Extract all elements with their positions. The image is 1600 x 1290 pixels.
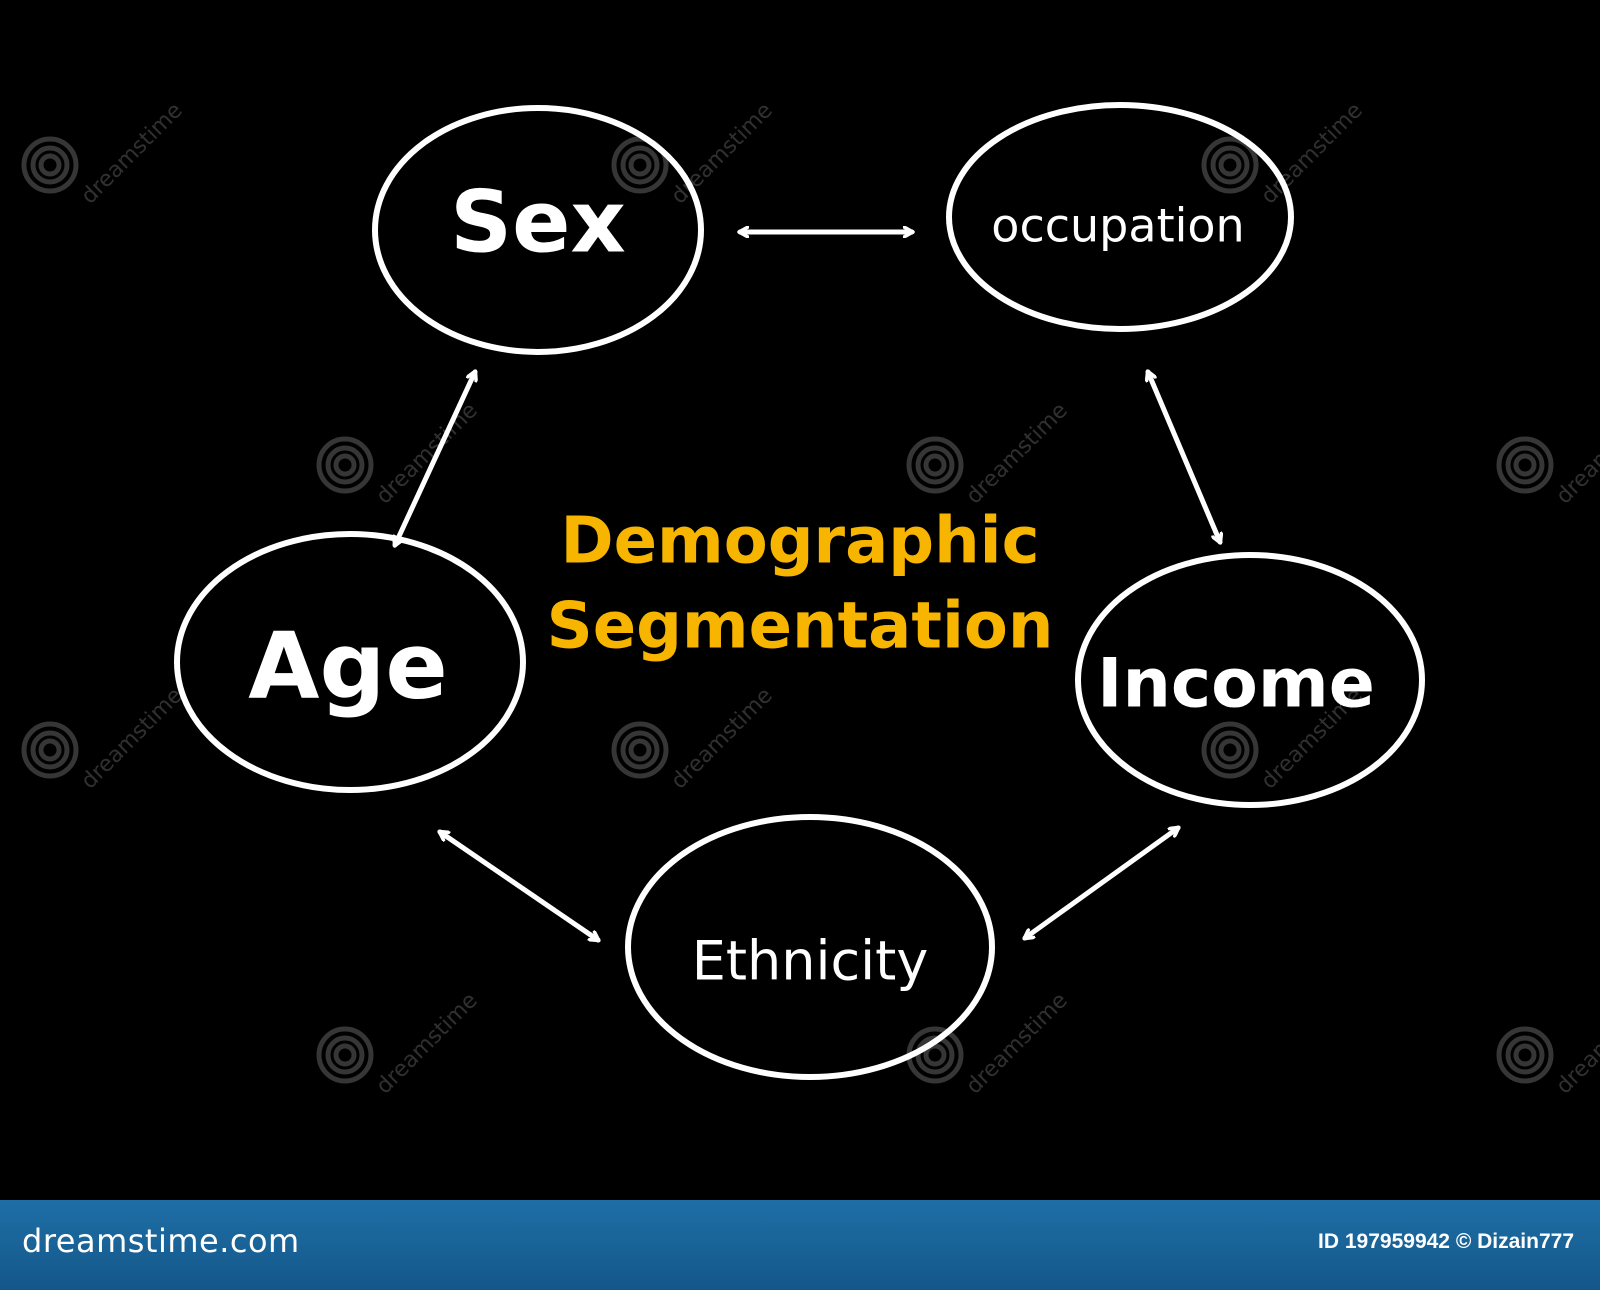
arrow-ethnicity-age — [440, 829, 598, 943]
node-ethnicity-label: Ethnicity — [692, 930, 929, 993]
watermark-text: dreamstime — [962, 988, 1073, 1099]
node-income: Income — [1075, 552, 1425, 808]
stock-footer-bar: dreamstime.com ID 197959942 © Dizain777 — [0, 1200, 1600, 1290]
watermark-text: dreamstime — [1552, 398, 1600, 509]
watermark-text: dreamstime — [667, 98, 778, 209]
spiral-icon — [316, 1026, 374, 1084]
node-age: Age — [174, 531, 526, 793]
footer-image-id: ID 197959942 © Dizain777 — [1318, 1230, 1574, 1253]
footer-brand-logo: dreamstime.com — [22, 1222, 300, 1260]
spiral-icon — [611, 136, 669, 194]
blackboard: dreamstime dreamstime dreamstime dreamstime… — [21, 98, 1600, 1100]
spiral-icon — [1496, 436, 1554, 494]
watermark-text: dreamstime — [372, 988, 483, 1099]
watermark-text: dreamstime — [77, 98, 188, 209]
watermark-text: dreamstime — [1552, 988, 1600, 1099]
node-sex-label: Sex — [450, 172, 626, 272]
node-occupation-label: occupation — [991, 199, 1244, 253]
spiral-icon — [316, 436, 374, 494]
node-sex: Sex — [372, 105, 704, 355]
spiral-icon — [611, 721, 669, 779]
node-occupation: occupation — [946, 102, 1294, 332]
node-income-label: Income — [1097, 645, 1375, 724]
arrow-age-sex — [395, 372, 475, 545]
node-sex-ellipse — [372, 105, 704, 355]
arrow-income-ethnicity — [1025, 825, 1178, 941]
node-income-ellipse — [1075, 552, 1425, 808]
watermark-text: dreamstime — [667, 683, 778, 794]
spiral-icon — [21, 136, 79, 194]
watermark-text: dreamstime — [1257, 98, 1368, 209]
watermark-text: dreamstime — [962, 398, 1073, 509]
mind-map: dreamstime dreamstime dreamstime dreamstime… — [21, 98, 1600, 1099]
spiral-icon — [21, 721, 79, 779]
watermark-text: dreamstime — [372, 398, 483, 509]
node-ethnicity: Ethnicity — [625, 814, 995, 1080]
spiral-icon — [1201, 721, 1259, 779]
title-line-2: Segmentation — [547, 590, 1054, 664]
node-age-ellipse — [174, 531, 526, 793]
title-line-1: Demographic — [561, 505, 1040, 579]
spiral-icon — [1496, 1026, 1554, 1084]
node-occupation-ellipse — [946, 102, 1294, 332]
arrow-occupation-income — [1148, 372, 1220, 542]
spiral-icon — [906, 436, 964, 494]
watermark-text: dreamstime — [77, 683, 188, 794]
node-ethnicity-ellipse — [625, 814, 995, 1080]
node-age-label: Age — [248, 612, 447, 719]
spiral-icon — [1201, 136, 1259, 194]
